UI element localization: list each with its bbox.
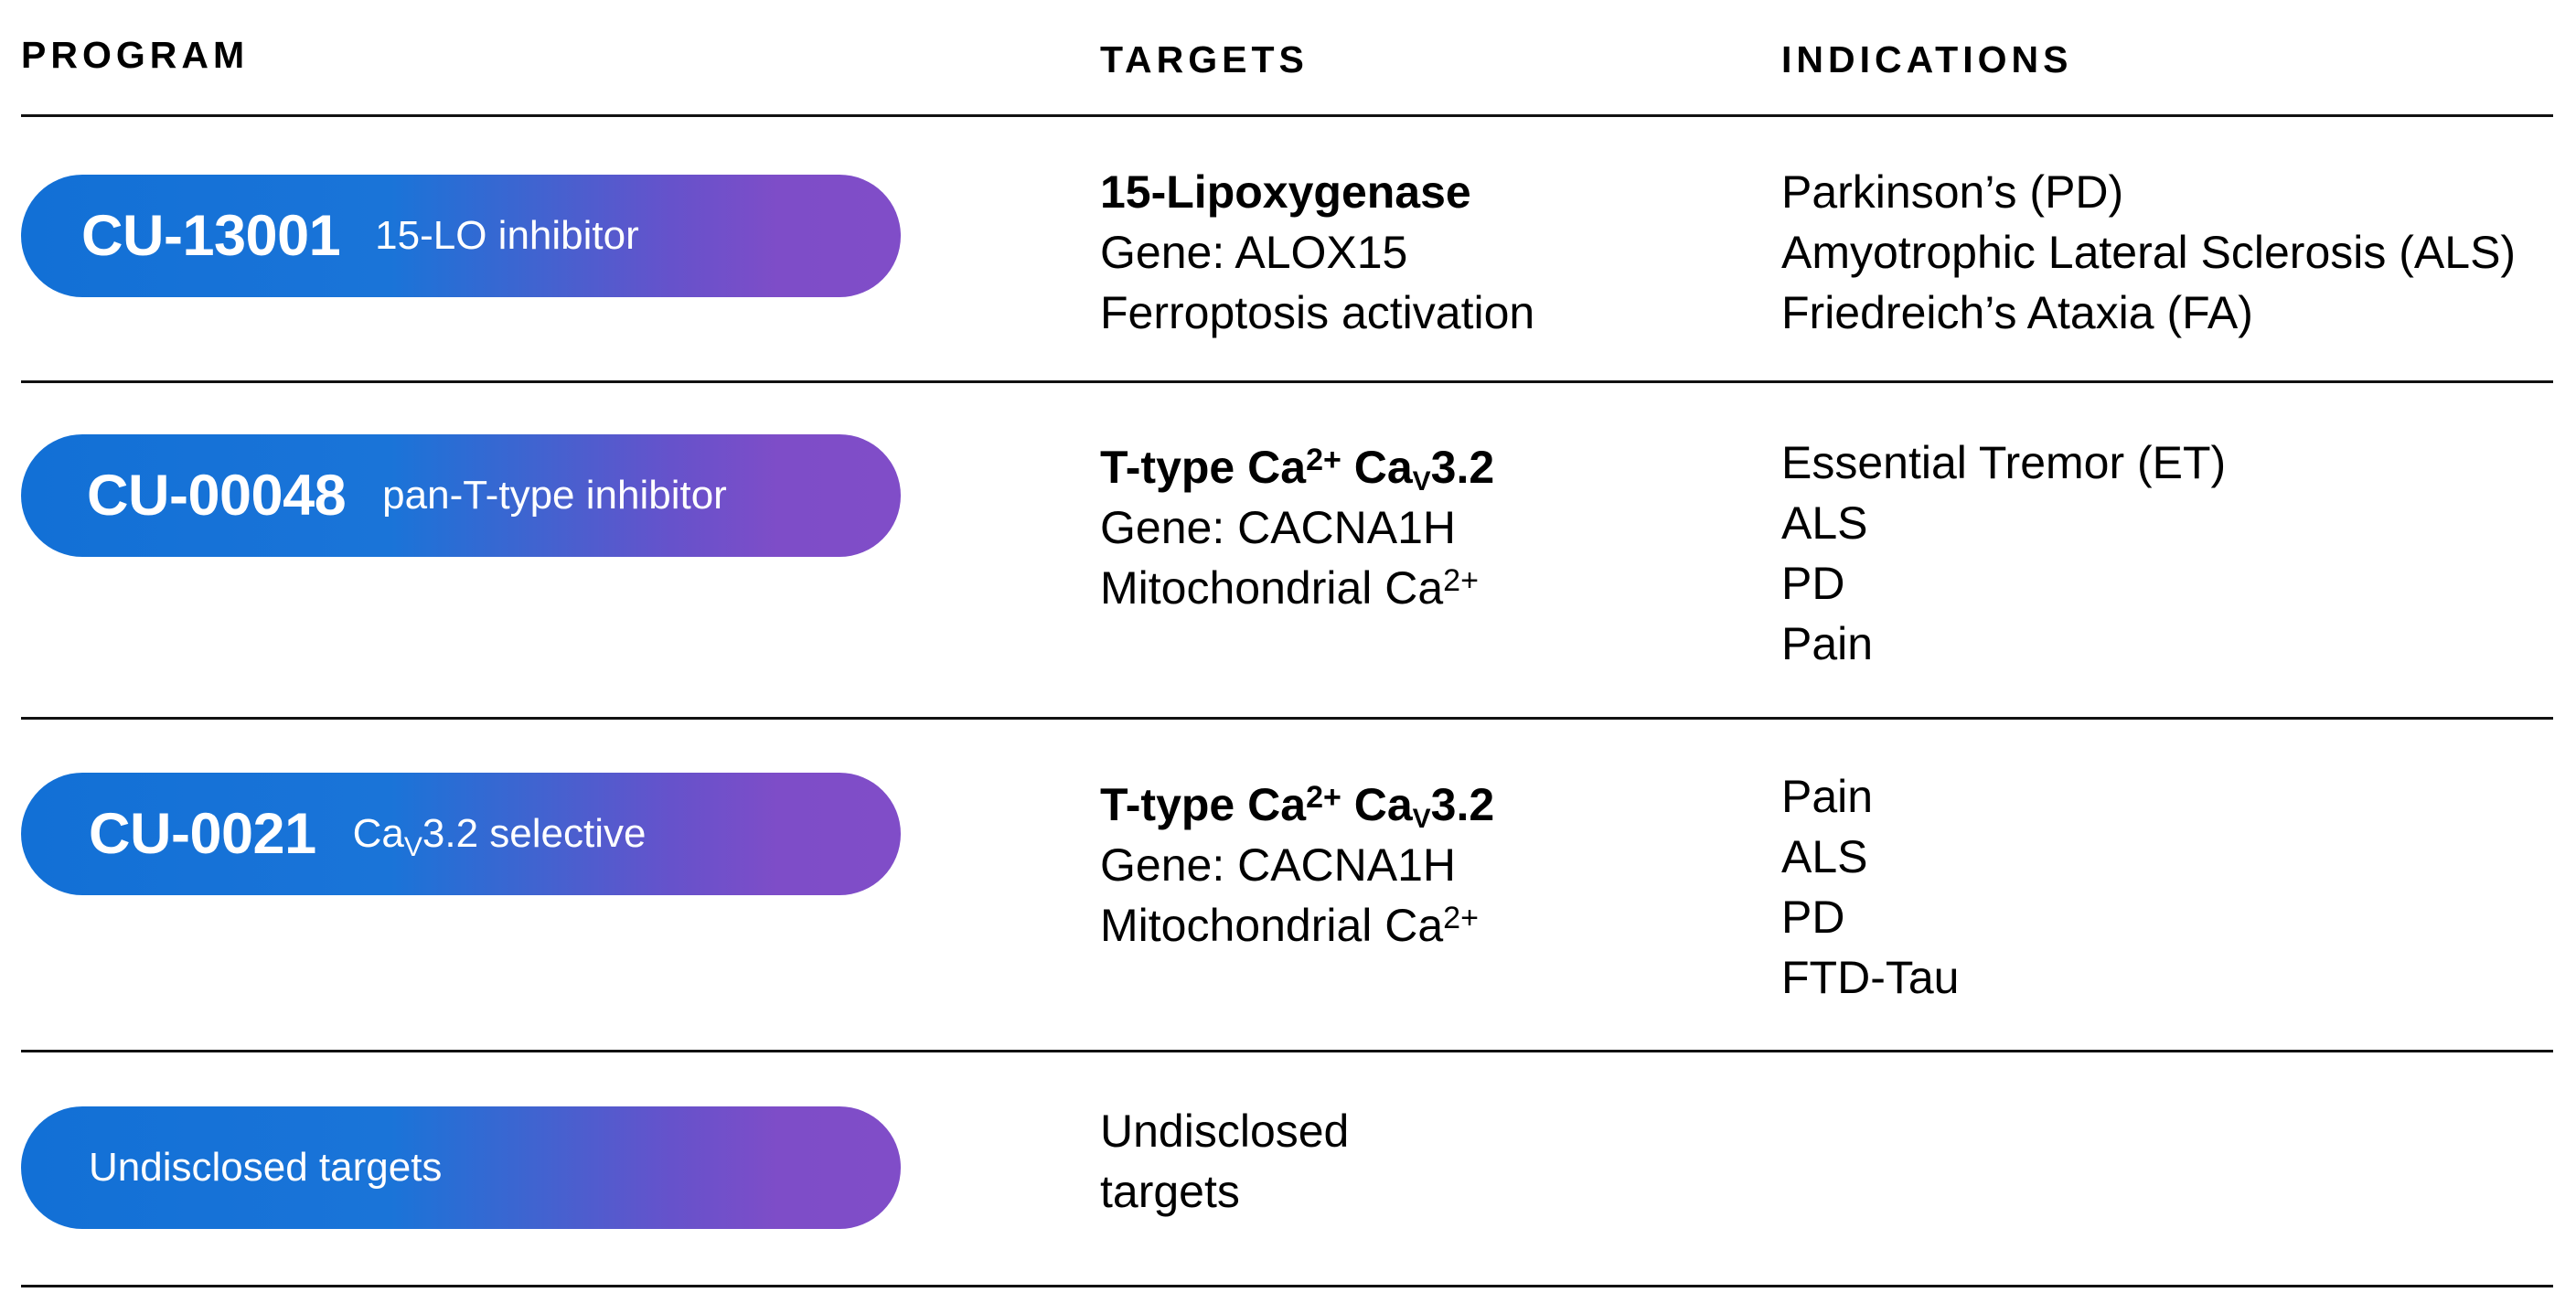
targets-cell: 15-Lipoxygenase Gene: ALOX15 Ferroptosis… — [1100, 162, 1534, 343]
target-gene: Gene: ALOX15 — [1100, 227, 1408, 278]
program-label: Undisclosed targets — [89, 1145, 443, 1190]
indications-cell: Parkinson’s (PD) Amyotrophic Lateral Scl… — [1781, 162, 2516, 343]
row-divider — [21, 380, 2553, 383]
target-mechanism: Ferroptosis activation — [1100, 287, 1535, 338]
column-header-targets: TARGETS — [1100, 38, 1309, 80]
indication-item: FTD-Tau — [1781, 952, 1960, 1003]
program-subtitle: 15-LO inhibitor — [375, 213, 639, 258]
program-code: CU-0021 — [89, 802, 316, 866]
program-pill-cu-13001[interactable]: CU-13001 15-LO inhibitor — [21, 175, 901, 297]
indications-cell: Essential Tremor (ET) ALS PD Pain — [1781, 433, 2226, 674]
indications-cell: Pain ALS PD FTD-Tau — [1781, 766, 1959, 1008]
table-bottom-divider — [21, 1285, 2553, 1287]
program-subtitle: CaV3.2 selective — [352, 811, 647, 862]
target-text: targets — [1100, 1166, 1240, 1217]
column-header-indications: INDICATIONS — [1781, 38, 2073, 80]
target-name: 15-Lipoxygenase — [1100, 166, 1471, 218]
indication-item: Parkinson’s (PD) — [1781, 166, 2124, 218]
program-code: CU-13001 — [81, 204, 341, 268]
program-code: CU-00048 — [87, 464, 347, 528]
target-name: T-type Ca2+ CaV3.2 — [1100, 779, 1495, 834]
indication-item: PD — [1781, 892, 1845, 943]
indication-item: Friedreich’s Ataxia (FA) — [1781, 287, 2253, 338]
targets-cell: T-type Ca2+ CaV3.2 Gene: CACNA1H Mitocho… — [1100, 437, 1494, 618]
target-mechanism: Mitochondrial Ca2+ — [1100, 900, 1479, 951]
program-pill-cu-00048[interactable]: CU-00048 pan-T-type inhibitor — [21, 434, 901, 557]
indication-item: Essential Tremor (ET) — [1781, 437, 2227, 488]
row-divider — [21, 1050, 2553, 1052]
target-gene: Gene: CACNA1H — [1100, 502, 1457, 553]
indication-item: Pain — [1781, 771, 1874, 822]
target-text: Undisclosed — [1100, 1106, 1350, 1157]
targets-cell: Undisclosed targets — [1100, 1101, 1349, 1222]
program-subtitle: pan-T-type inhibitor — [382, 473, 727, 518]
column-header-program: PROGRAM — [21, 34, 250, 76]
indication-item: Pain — [1781, 618, 1874, 669]
target-gene: Gene: CACNA1H — [1100, 839, 1457, 891]
indication-item: ALS — [1781, 497, 1868, 549]
indication-item: Amyotrophic Lateral Sclerosis (ALS) — [1781, 227, 2517, 278]
indication-item: ALS — [1781, 831, 1868, 882]
target-name: T-type Ca2+ CaV3.2 — [1100, 442, 1495, 497]
indication-item: PD — [1781, 558, 1845, 609]
row-divider — [21, 717, 2553, 720]
program-pill-cu-0021[interactable]: CU-0021 CaV3.2 selective — [21, 773, 901, 895]
header-divider — [21, 114, 2553, 117]
target-mechanism: Mitochondrial Ca2+ — [1100, 562, 1479, 614]
targets-cell: T-type Ca2+ CaV3.2 Gene: CACNA1H Mitocho… — [1100, 775, 1494, 956]
program-pill-undisclosed[interactable]: Undisclosed targets — [21, 1106, 901, 1229]
